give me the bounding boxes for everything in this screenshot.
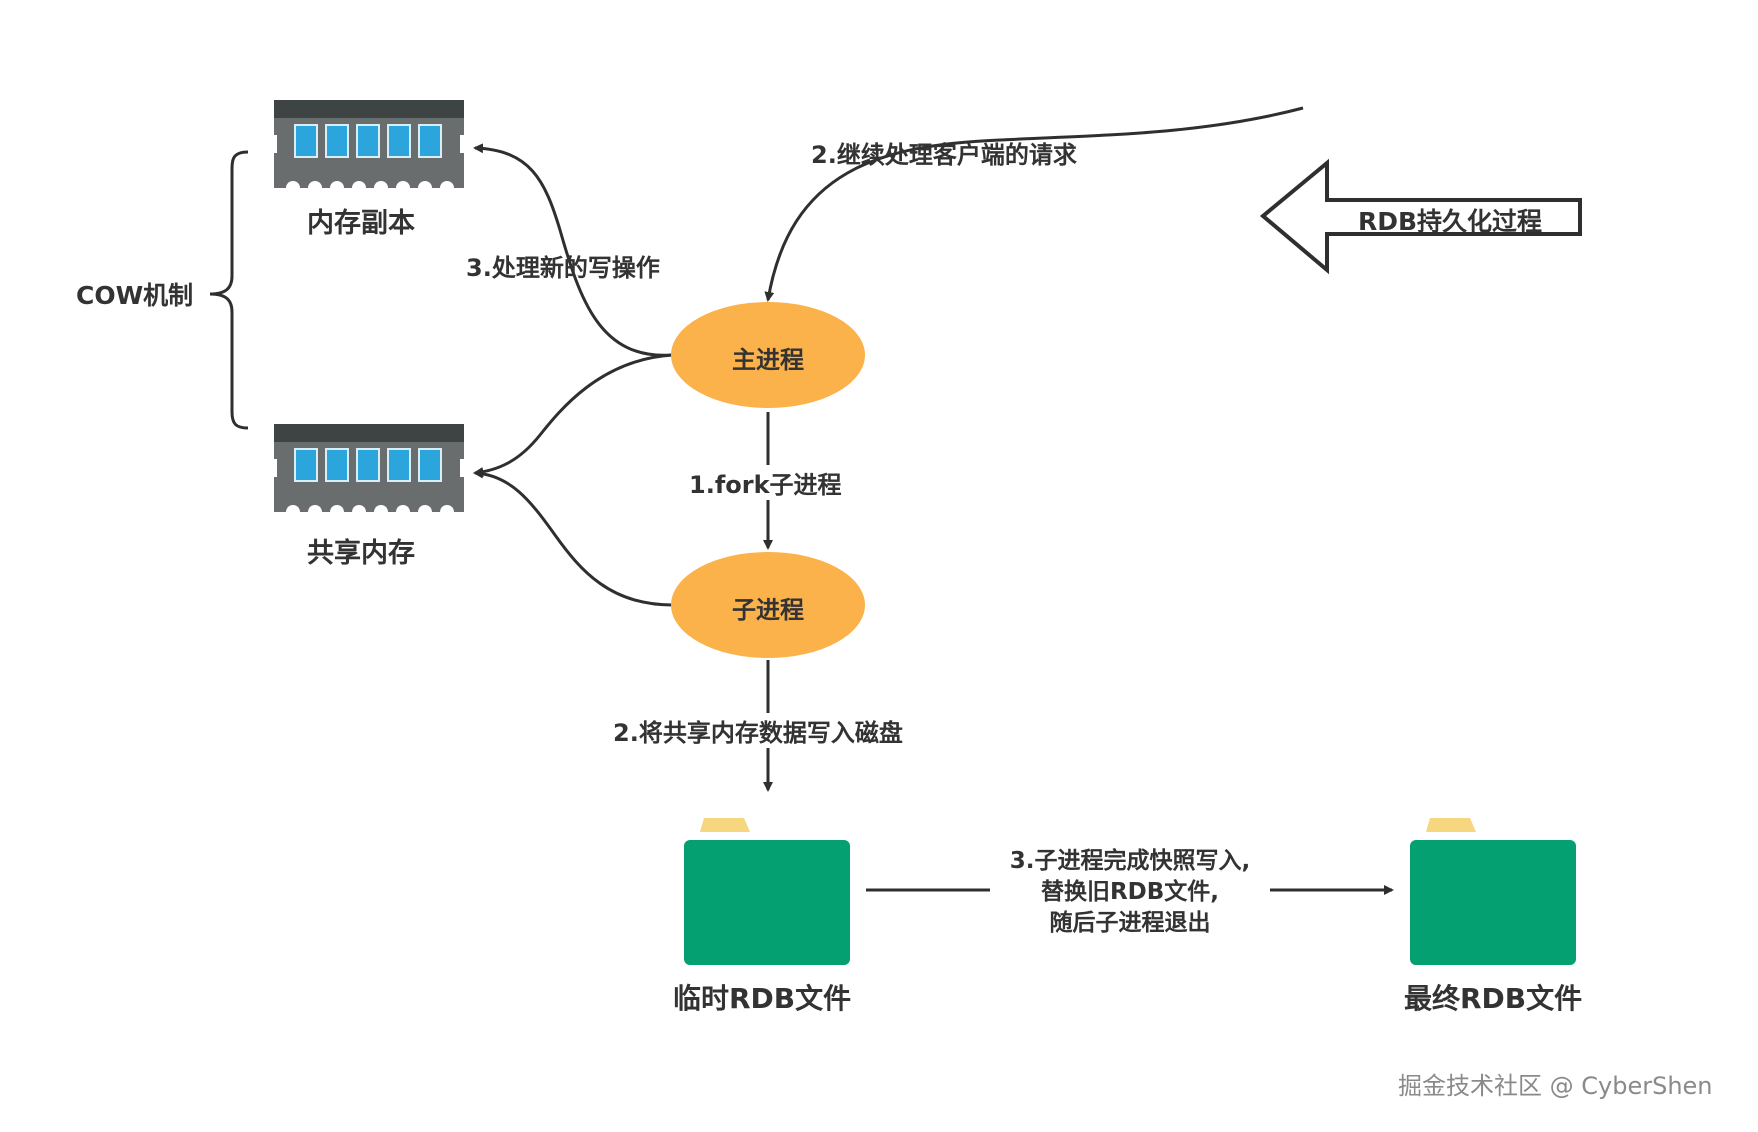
edge-handle-writes xyxy=(473,143,673,357)
temp-rdb-label: 临时RDB文件 xyxy=(673,982,852,1015)
ram-icon-memory-copy xyxy=(271,100,466,188)
memory-copy-label: 内存副本 xyxy=(307,208,415,239)
child-process-label: 子进程 xyxy=(732,596,804,624)
final-rdb-label: 最终RDB文件 xyxy=(1404,982,1583,1015)
edge-label-continue-requests: 2.继续处理客户端的请求 xyxy=(811,141,1077,169)
edge-continue-requests xyxy=(764,106,1304,302)
child-process-node xyxy=(671,552,865,658)
edge-label-handle-writes: 3.处理新的写操作 xyxy=(466,254,660,282)
rdb-process-title: RDB持久化过程 xyxy=(1358,207,1543,236)
folder-icon-final-rdb xyxy=(1410,818,1576,965)
edge-label-replace-rdb-line2: 替换旧RDB文件, xyxy=(1040,879,1220,905)
main-process-label: 主进程 xyxy=(732,346,804,374)
edge-main-to-shared xyxy=(473,353,673,478)
edge-child-to-shared xyxy=(473,468,673,607)
cow-mechanism-label: COW机制 xyxy=(76,281,194,310)
edge-label-replace-rdb-line1: 3.子进程完成快照写入, xyxy=(1009,848,1251,874)
edge-label-replace-rdb: 3.子进程完成快照写入, 替换旧RDB文件, 随后子进程退出 xyxy=(985,846,1275,939)
ram-icon-shared-memory xyxy=(271,424,466,512)
cow-brace xyxy=(209,150,249,430)
watermark: 掘金技术社区 @ CyberShen xyxy=(1398,1072,1713,1100)
edge-label-fork-child: 1.fork子进程 xyxy=(687,465,844,500)
folder-icon-temp-rdb xyxy=(684,818,850,965)
shared-memory-label: 共享内存 xyxy=(307,538,415,569)
edge-label-replace-rdb-line3: 随后子进程退出 xyxy=(1049,910,1211,936)
edge-label-write-to-disk: 2.将共享内存数据写入磁盘 xyxy=(611,713,905,748)
main-process-node xyxy=(671,302,865,408)
rdb-process-arrow-icon xyxy=(1259,158,1582,275)
